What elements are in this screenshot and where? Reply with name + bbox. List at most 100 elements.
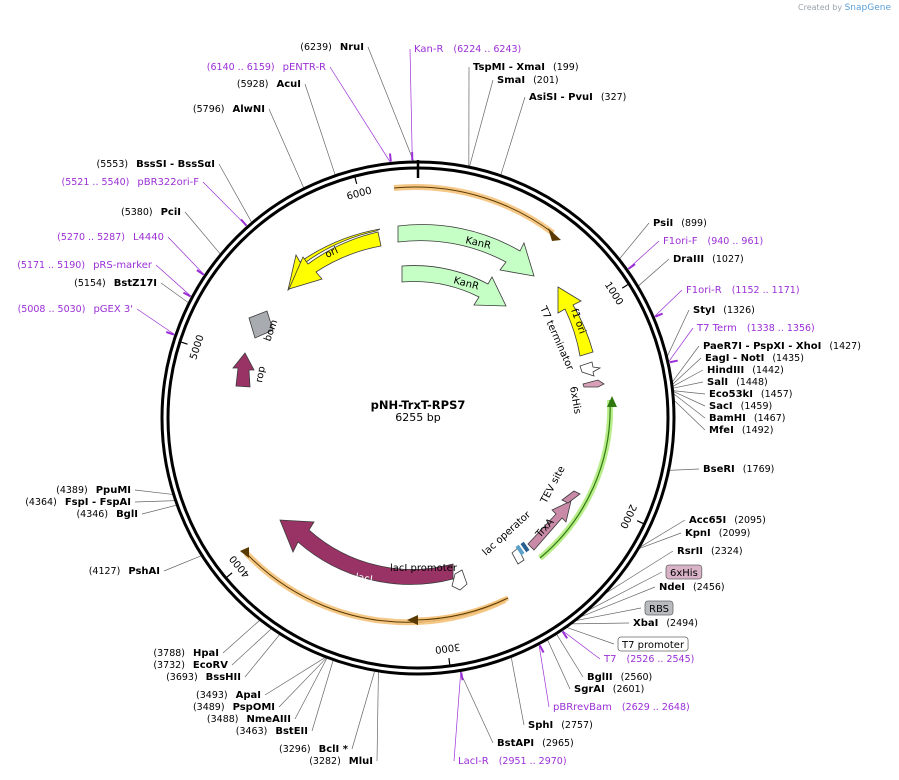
primer-name: pBRrevBam	[553, 702, 612, 713]
site-position: (2324)	[711, 546, 743, 557]
feature-box-label[interactable]: 6xHis	[665, 564, 703, 580]
feature-6xhis[interactable]: 6xHis	[567, 379, 605, 415]
site-label[interactable]: MluI(3282)	[309, 756, 373, 767]
site-label[interactable]: AlwNI(5796)	[193, 104, 265, 115]
site-label[interactable]: DraIII(1027)	[673, 254, 744, 265]
feature-box-label[interactable]: RBS	[644, 600, 674, 616]
site-label[interactable]: TspMI - XmaI(199)	[473, 62, 579, 73]
site-label[interactable]: ApaI(3493)	[196, 690, 261, 701]
orf-lower-arc-line	[415, 597, 509, 621]
leader-line	[304, 83, 336, 176]
site-label[interactable]: PspOMI(3489)	[193, 702, 275, 713]
primer-label[interactable]: LacI-R(2951 .. 2970)	[458, 756, 567, 767]
site-label[interactable]: RsrII(2324)	[677, 546, 743, 557]
primer-label[interactable]: pRS-marker(5171 .. 5190)	[17, 260, 153, 271]
feature-lac-operator[interactable]: lac operator	[481, 509, 534, 565]
site-label[interactable]: FspI - FspAI(4364)	[25, 497, 131, 508]
site-label[interactable]: PshAI(4127)	[89, 566, 160, 577]
site-label[interactable]: SphI(2757)	[528, 720, 593, 731]
plasmid-size: 6255 bp	[395, 411, 440, 424]
site-label[interactable]: AsiSI - PvuI(327)	[529, 92, 626, 103]
site-label[interactable]: NdeI(2456)	[659, 582, 725, 593]
leader-line	[577, 586, 656, 619]
leader-line	[136, 308, 176, 336]
site-label[interactable]: XbaI(2494)	[633, 618, 698, 629]
primer-label[interactable]: Kan-R(6224 .. 6243)	[414, 44, 521, 55]
site-label[interactable]: PciI(5380)	[121, 207, 181, 218]
leader-line	[510, 656, 525, 726]
site-label[interactable]: SmaI(201)	[497, 75, 559, 86]
site-label[interactable]: SalI(1448)	[707, 377, 768, 388]
primer-label[interactable]: pGEX 3'(5008 .. 5030)	[18, 304, 133, 315]
site-label[interactable]: BglII(2560)	[587, 672, 652, 683]
site-label[interactable]: NmeAIII(3488)	[207, 714, 291, 725]
site-label[interactable]: AcuI(5928)	[237, 79, 301, 90]
site-label[interactable]: Eco53kI(1457)	[709, 389, 793, 400]
leader-line	[409, 48, 413, 163]
site-label[interactable]: PsiI(899)	[653, 218, 707, 229]
primer-label[interactable]: T7(2526 .. 2545)	[603, 654, 694, 665]
site-label[interactable]: StyI(1326)	[693, 305, 755, 316]
feature-kanr-2[interactable]: KanR	[401, 265, 507, 307]
site-label[interactable]: BssSI - BssSαI(5553)	[97, 159, 215, 170]
site-label[interactable]: HpaI(3788)	[153, 648, 219, 659]
primer-position: (5171 .. 5190)	[17, 260, 85, 271]
feature-box-label[interactable]: T7 promoter	[617, 636, 689, 652]
primer-mark	[669, 359, 678, 364]
feature-tev-site[interactable]: TEV site	[538, 464, 581, 506]
site-label[interactable]: PpuMI (4389)	[56, 485, 131, 496]
primer-label[interactable]: pBRrevBam(2629 .. 2648)	[553, 702, 690, 713]
site-position: (4389)	[56, 485, 88, 496]
site-label[interactable]: BamHI(1467)	[709, 413, 785, 424]
site-label[interactable]: NruI(6239)	[300, 42, 364, 53]
site-label[interactable]: BstZ17I(5154)	[74, 278, 157, 289]
site-label[interactable]: HindIII(1442)	[707, 365, 784, 376]
site-name: SacI	[709, 401, 733, 412]
site-position: (2965)	[542, 738, 574, 749]
primer-label[interactable]: pENTR-R(6140 .. 6159)	[207, 62, 326, 73]
leader-line	[218, 163, 253, 224]
site-label[interactable]: PaeR7I - PspXI - XhoI(1427)	[703, 341, 861, 352]
leader-line	[667, 327, 694, 363]
feature-rop[interactable]: rop	[232, 352, 268, 388]
site-label[interactable]: BstAPI(2965)	[497, 738, 574, 749]
primer-label[interactable]: L4440(5270 .. 5287)	[57, 232, 164, 243]
feature-kanr-1[interactable]: KanR	[397, 224, 535, 277]
primer-mark	[460, 672, 464, 681]
site-label[interactable]: SgrAI(2601)	[574, 684, 644, 695]
site-position: (1027)	[712, 254, 744, 265]
leader-line	[671, 369, 704, 388]
site-name: BssSI - BssSαI	[136, 159, 215, 170]
primer-label[interactable]: T7 Term(1338 .. 1356)	[696, 323, 815, 334]
site-name: BglII	[587, 672, 613, 683]
feature-bom[interactable]: bom	[248, 310, 280, 343]
primer-label[interactable]: F1ori-R(1152 .. 1171)	[686, 285, 800, 296]
feature-laci-promoter[interactable]: lacI promoter	[390, 563, 468, 591]
feature-ori[interactable]: ori	[287, 228, 382, 292]
tick-label: 6000	[346, 186, 373, 203]
leader-line	[351, 670, 376, 750]
site-label[interactable]: KpnI(2099)	[685, 528, 750, 539]
site-name: BclI *	[319, 744, 349, 755]
site-label[interactable]: Acc65I(2095)	[689, 515, 766, 526]
primer-label[interactable]: pBR322ori-F(5521 .. 5540)	[62, 177, 200, 188]
site-label[interactable]: BclI *(3296)	[279, 744, 349, 755]
site-label[interactable]: EcoRV(3732)	[153, 660, 228, 671]
feature-trxa[interactable]: TrxA	[527, 500, 572, 551]
site-label[interactable]: EagI - NotI(1435)	[705, 353, 804, 364]
tick-mark	[448, 657, 451, 667]
site-label[interactable]: MfeI(1492)	[709, 425, 773, 436]
feature-laci[interactable]: lacI	[279, 519, 454, 586]
site-name: BssHII	[206, 672, 241, 683]
site-name: PpuMI	[96, 485, 131, 496]
primer-label[interactable]: F1ori-F(940 .. 961)	[663, 236, 763, 247]
leader-line	[134, 500, 176, 503]
site-label[interactable]: SacI(1459)	[709, 401, 772, 412]
primer-mark	[389, 153, 392, 162]
site-label[interactable]: BssHII(3693)	[166, 672, 241, 683]
site-label[interactable]: BstEII(3463)	[236, 726, 308, 737]
site-name: MfeI	[709, 425, 734, 436]
site-label[interactable]: BglI(4346)	[76, 509, 138, 520]
site-label[interactable]: BseRI(1769)	[703, 464, 774, 475]
